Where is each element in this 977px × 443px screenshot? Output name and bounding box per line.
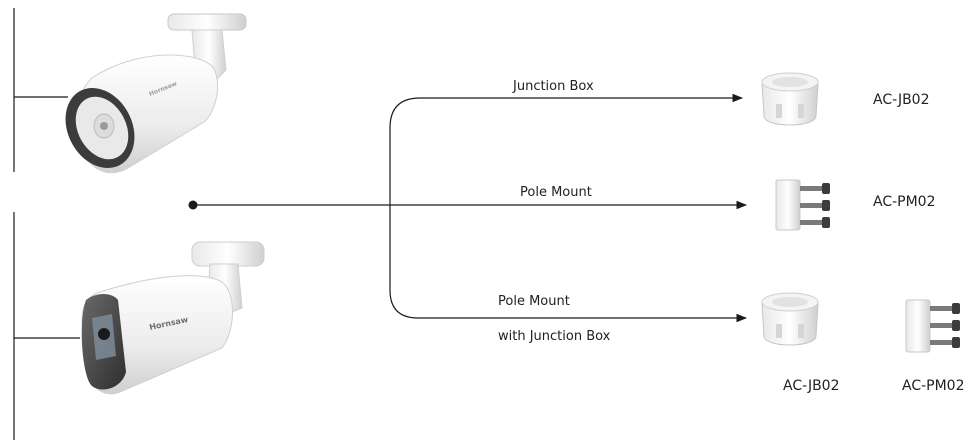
arrow-junction-box	[389, 93, 744, 205]
pole-mount-icon	[775, 179, 830, 231]
code-junction-box: AC-JB02	[873, 92, 930, 108]
combo-pole-mount-icon	[905, 299, 960, 353]
combo-junction-box-icon	[761, 292, 819, 346]
label-pole-mount-combo-line1: Pole Mount	[498, 294, 570, 309]
code-combo-junction-box: AC-JB02	[783, 378, 840, 394]
code-combo-pole-mount: AC-PM02	[902, 378, 965, 394]
camera-top: Hornsaw	[65, 13, 247, 173]
flow-lines	[188, 93, 748, 323]
label-pole-mount-combo-line2: with Junction Box	[498, 329, 611, 344]
arrow-pole-junction	[389, 205, 748, 323]
label-junction-box: Junction Box	[513, 79, 594, 94]
label-pole-mount: Pole Mount	[520, 185, 592, 200]
wall-lines	[13, 8, 80, 440]
junction-box-icon	[761, 72, 819, 126]
code-pole-mount: AC-PM02	[873, 194, 936, 210]
camera-bottom: Hornsaw	[81, 241, 265, 395]
